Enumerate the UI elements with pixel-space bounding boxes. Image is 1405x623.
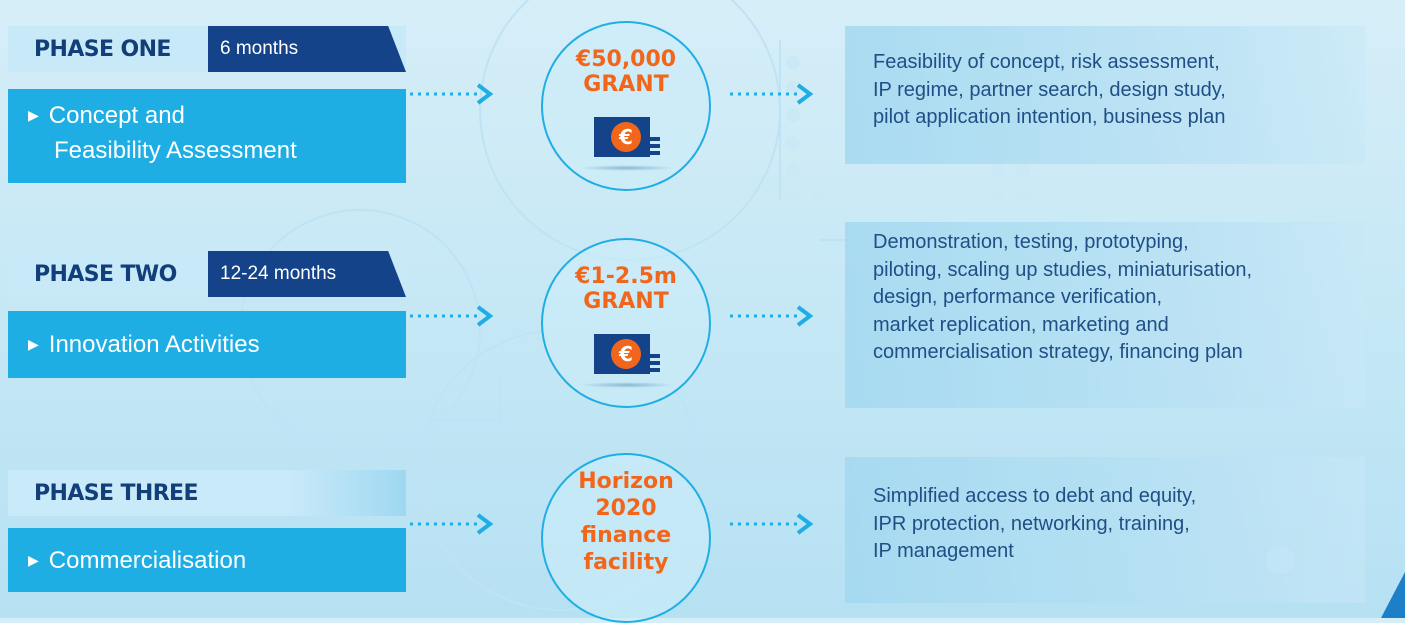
triangle-right-icon: ▶ (28, 336, 39, 352)
phase-two-body: ▶Innovation Activities (8, 311, 406, 378)
phase-three-header: PHASE THREE (8, 470, 406, 516)
shadow-line (579, 165, 675, 171)
phase-two-box: PHASE TWO 12-24 months ▶Innovation Activ… (8, 251, 406, 378)
shadow-line (579, 382, 675, 388)
phase-one-description-box: Feasibility of concept, risk assessment,… (845, 26, 1365, 164)
dotted-arrow-icon (730, 305, 814, 327)
euro-banknote-icon: € (594, 117, 660, 157)
phase-one-duration: 6 months (208, 26, 406, 72)
phase-one-description: Feasibility of concept, risk assessment,… (873, 51, 1226, 128)
phase-one-item-continued: Feasibility Assessment (54, 137, 297, 164)
grant-label: GRANT (583, 289, 669, 314)
phase-two-description: Demonstration, testing, prototyping, pil… (873, 231, 1253, 363)
phase-two-header: PHASE TWO 12-24 months (8, 251, 406, 297)
svg-text:€: € (618, 125, 633, 149)
phase-three-description: Simplified access to debt and equity, IP… (873, 485, 1197, 562)
phase-three-item: ▶Commercialisation (28, 547, 247, 574)
phase-one-item: ▶Concept and (28, 102, 185, 129)
phase-one-title: PHASE ONE (34, 37, 171, 62)
badge-line: 2020 (595, 496, 657, 521)
phase-three-body: ▶Commercialisation (8, 528, 406, 592)
dotted-arrow-icon (730, 83, 814, 105)
euro-banknote-icon: € (594, 334, 660, 374)
phase-three-box: PHASE THREE ▶Commercialisation (8, 470, 406, 592)
dotted-arrow-icon (730, 513, 814, 535)
phase-two-title: PHASE TWO (34, 262, 177, 287)
dotted-arrow-icon (410, 305, 494, 327)
grant-badge-phase-two: €1-2.5m GRANT € (541, 238, 711, 408)
corner-decoration (1381, 572, 1405, 618)
triangle-right-icon: ▶ (28, 552, 39, 568)
phase-one-header: PHASE ONE 6 months (8, 26, 406, 72)
dotted-arrow-icon (410, 83, 494, 105)
phase-three-title: PHASE THREE (34, 481, 199, 506)
grant-amount: €1-2.5m (575, 264, 677, 289)
phase-two-duration: 12-24 months (208, 251, 406, 297)
grant-label: GRANT (583, 72, 669, 97)
phase-one-body: ▶Concept and Feasibility Assessment (8, 89, 406, 183)
phase-two-description-box: Demonstration, testing, prototyping, pil… (845, 222, 1365, 408)
finance-facility-badge: Horizon 2020 finance facility (541, 453, 711, 623)
badge-line: facility (583, 550, 669, 575)
phase-three-description-box: Simplified access to debt and equity, IP… (845, 457, 1365, 603)
grant-amount: €50,000 (575, 47, 677, 72)
triangle-right-icon: ▶ (28, 107, 39, 123)
phase-two-item: ▶Innovation Activities (28, 331, 260, 358)
badge-line: finance (580, 523, 672, 548)
grant-badge-phase-one: €50,000 GRANT € (541, 21, 711, 191)
badge-line: Horizon (578, 469, 674, 494)
svg-text:€: € (618, 342, 633, 366)
dotted-arrow-icon (410, 513, 494, 535)
phase-one-box: PHASE ONE 6 months ▶Concept and Feasibil… (8, 26, 406, 183)
